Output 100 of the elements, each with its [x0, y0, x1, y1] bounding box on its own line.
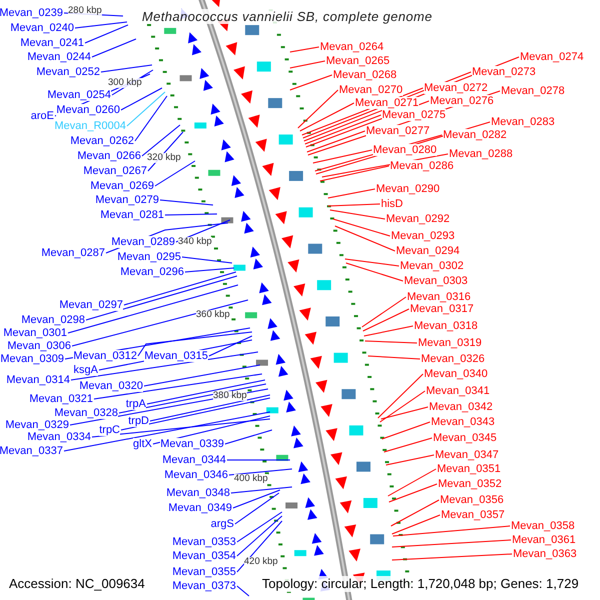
gene-label: Mevan_0262: [70, 135, 134, 147]
leader-line: [182, 256, 232, 264]
scale-label: 300 kbp: [108, 78, 142, 88]
leader-line: [304, 114, 382, 144]
map-title: Methanococcus vannielii SB, complete genome: [142, 9, 432, 24]
gene-label: Mevan_0281: [100, 209, 164, 221]
scale-label: 360 kbp: [196, 310, 230, 320]
leader-line: [392, 554, 512, 560]
leader-line: [92, 38, 136, 58]
gene-label: Mevan_0326: [421, 353, 485, 365]
leader-line: [328, 188, 376, 198]
gene-label: Mevan_0351: [437, 463, 501, 475]
leader-line: [160, 200, 214, 206]
gene-label: Mevan_0239: [0, 7, 63, 19]
gene-label: Mevan_0274: [520, 51, 584, 63]
leader-line: [84, 24, 128, 44]
leader-line: [362, 308, 410, 332]
leader-line: [86, 276, 238, 320]
gene-label: Mevan_0273: [472, 66, 536, 78]
gene-label: Mevan_0268: [333, 69, 397, 81]
leader-line: [388, 468, 436, 496]
gene-label: Mevan_0334: [27, 431, 91, 443]
leader-line: [184, 268, 234, 272]
leader-line: [124, 272, 236, 306]
gene-label: Mevan_0240: [10, 22, 74, 34]
gene-label: Mevan_0357: [441, 509, 505, 521]
gene-label: Mevan_0289: [111, 236, 175, 248]
scale-label: 420 kbp: [244, 557, 278, 567]
leader-line: [134, 96, 168, 142]
gene-label: Mevan_0320: [79, 380, 143, 392]
leader-line: [312, 150, 372, 164]
leader-line: [236, 586, 250, 596]
gene-label: Mevan_0292: [386, 213, 450, 225]
leader-line: [234, 492, 280, 524]
leader-line: [68, 284, 238, 334]
gene-label: trpD: [128, 415, 149, 427]
scale-label: 320 kbp: [147, 153, 181, 163]
gene-label: trpC: [99, 424, 120, 436]
scale-label: 380 kbp: [213, 391, 247, 401]
gene-label: Mevan_0252: [36, 66, 100, 78]
leader-line: [382, 422, 430, 440]
gene-label: Mevan_0290: [376, 183, 440, 195]
gene-label: Mevan_0298: [21, 314, 85, 326]
gene-label: Mevan_0269: [90, 180, 154, 192]
leader-line: [378, 374, 424, 418]
gene-label: Mevan_0286: [390, 160, 454, 172]
leader-line: [230, 486, 292, 494]
gene-label: Mevan_0267: [83, 165, 147, 177]
gene-label: Mevan_0303: [404, 275, 468, 287]
leader-line: [208, 336, 252, 356]
gene-label: Mevan_0278: [501, 85, 565, 97]
gene-label: Mevan_0349: [168, 502, 232, 514]
gene-label: Mevan_0347: [435, 449, 499, 461]
leader-line: [346, 262, 404, 282]
gene-label: trpA: [126, 398, 146, 410]
gene-label: Mevan_0344: [162, 454, 226, 466]
leader-line: [364, 340, 418, 344]
gene-label: Mevan_0353: [172, 536, 236, 548]
leader-line: [334, 226, 396, 252]
gene-label: Mevan_0315: [144, 350, 208, 362]
leader-line: [146, 380, 266, 404]
leader-line: [150, 394, 270, 422]
leader-line: [154, 160, 196, 186]
gene-label: Mevan_0276: [430, 95, 494, 107]
gene-label: Mevan_0283: [491, 116, 555, 128]
leader-line: [290, 60, 326, 68]
leader-line: [328, 204, 380, 206]
leader-line: [380, 390, 426, 422]
gene-label: Mevan_0373: [172, 580, 236, 592]
gene-label: Mevan_0301: [3, 327, 67, 339]
gene-label: Mevan_0260: [56, 104, 120, 116]
gene-label: Mevan_0244: [27, 51, 91, 63]
leader-line: [392, 540, 512, 548]
gene-label: Mevan_0306: [7, 340, 71, 352]
gene-label: Mevan_0277: [366, 125, 430, 137]
gene-label: gltX: [133, 438, 152, 450]
gene-label: hisD: [381, 198, 404, 210]
accession-text: Accession: NC_009634: [9, 576, 145, 592]
gene-label: Mevan_0319: [418, 337, 482, 349]
gene-label: Mevan_0312: [73, 350, 137, 362]
gene-label: Mevan_R0004: [54, 120, 126, 132]
leader-line: [138, 332, 252, 356]
gene-label: Mevan_0280: [373, 144, 437, 156]
scale-label: 400 kbp: [234, 474, 268, 484]
leader-line: [388, 484, 438, 502]
gene-label: Mevan_0343: [431, 416, 495, 428]
gene-label: Mevan_0282: [443, 129, 507, 141]
gene-label: Mevan_0272: [424, 82, 488, 94]
gene-label: Mevan_0270: [339, 84, 403, 96]
gene-label: Mevan_0342: [429, 401, 493, 413]
leader-line: [290, 74, 332, 90]
leader-line: [70, 352, 258, 380]
leader-line: [344, 258, 400, 266]
gene-label: Mevan_0354: [172, 550, 236, 562]
leader-line: [380, 406, 428, 420]
leader-line: [126, 92, 166, 126]
leader-line: [224, 430, 272, 444]
leader-line: [164, 214, 218, 216]
gene-label: Mevan_0241: [20, 37, 84, 49]
gene-label: Mevan_0363: [513, 548, 577, 560]
